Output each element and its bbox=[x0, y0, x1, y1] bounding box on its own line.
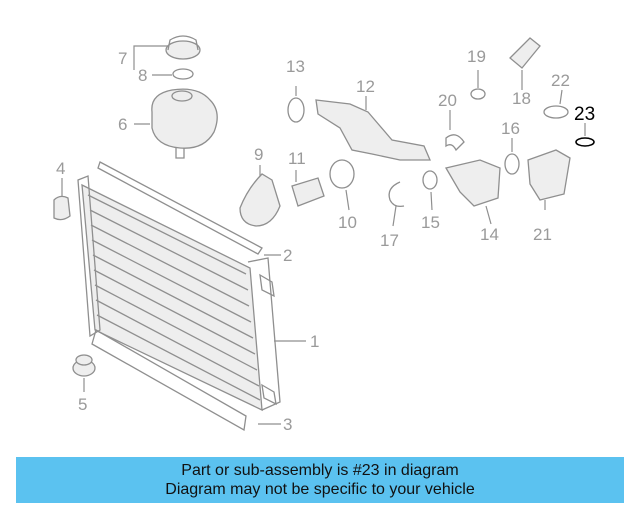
callout-9: 9 bbox=[254, 145, 263, 164]
callout-6: 6 bbox=[118, 115, 127, 134]
o-ring-part-22 bbox=[543, 105, 569, 119]
banner-line-part-number: Part or sub-assembly is #23 in diagram bbox=[181, 462, 459, 479]
callout-1: 1 bbox=[310, 332, 319, 351]
pipe-part-12 bbox=[315, 99, 431, 161]
clip-part-17 bbox=[388, 181, 405, 208]
callout-3: 3 bbox=[283, 415, 292, 434]
o-ring-part-19 bbox=[470, 88, 486, 100]
callout-4: 4 bbox=[56, 159, 65, 178]
callout-21: 21 bbox=[533, 225, 552, 244]
callout-19: 19 bbox=[467, 47, 486, 66]
callout-8: 8 bbox=[138, 66, 147, 85]
callout-10: 10 bbox=[338, 213, 357, 232]
parts-diagram: 1 2 3 4 5 6 7 8 9 10 11 12 13 14 15 16 1… bbox=[53, 35, 595, 434]
callout-7: 7 bbox=[118, 49, 127, 68]
callout-13: 13 bbox=[286, 57, 305, 76]
gasket-part-10 bbox=[329, 159, 355, 189]
o-ring-part-23 bbox=[575, 137, 595, 147]
o-ring-part-15 bbox=[422, 170, 438, 190]
callout-11: 11 bbox=[288, 149, 306, 168]
leader-lines bbox=[61, 45, 586, 425]
callout-16: 16 bbox=[501, 119, 520, 138]
expansion-tank-part-6 bbox=[151, 88, 218, 159]
o-ring-part-16 bbox=[504, 153, 520, 175]
callout-20: 20 bbox=[438, 91, 457, 110]
cap-part-7 bbox=[165, 35, 201, 60]
callout-18: 18 bbox=[512, 89, 531, 108]
banner-line-disclaimer: Diagram may not be specific to your vehi… bbox=[165, 481, 475, 498]
radiator-part bbox=[77, 161, 281, 432]
flange-part-14 bbox=[444, 159, 501, 207]
gasket-part-13 bbox=[287, 97, 305, 123]
callout-12: 12 bbox=[356, 77, 375, 96]
diagram-notice-banner: Part or sub-assembly is #23 in diagram D… bbox=[16, 457, 624, 503]
hose-part-11 bbox=[291, 177, 325, 207]
callout-2: 2 bbox=[283, 246, 292, 265]
callout-15: 15 bbox=[421, 213, 440, 232]
callout-5: 5 bbox=[78, 395, 87, 414]
callout-22: 22 bbox=[551, 71, 570, 90]
mount-part-5 bbox=[72, 354, 96, 377]
callout-14: 14 bbox=[480, 225, 499, 244]
seal-part-8 bbox=[172, 68, 194, 80]
callout-23: 23 bbox=[574, 104, 595, 125]
clip-part-20 bbox=[445, 134, 465, 152]
housing-part-9 bbox=[239, 173, 281, 227]
flange-part-21 bbox=[527, 149, 571, 201]
callout-17: 17 bbox=[380, 231, 399, 250]
mount-part-4 bbox=[53, 195, 71, 221]
sensor-part-18 bbox=[509, 37, 541, 69]
